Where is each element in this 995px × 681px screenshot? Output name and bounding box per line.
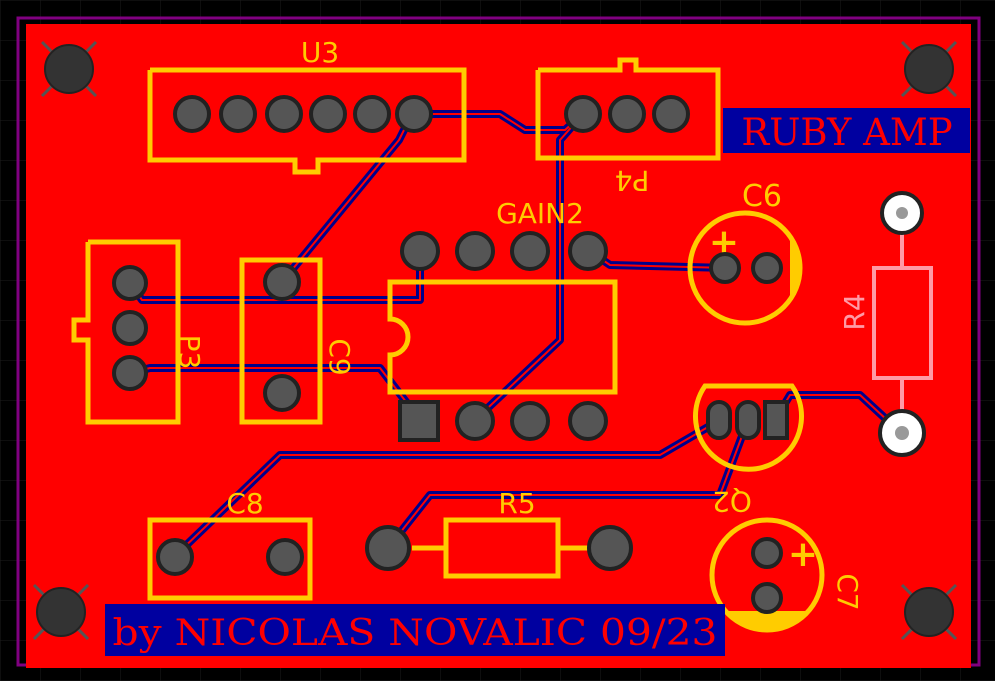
pad	[265, 95, 303, 133]
c7-label: C7	[831, 573, 864, 610]
pad	[112, 310, 148, 346]
pad	[564, 95, 602, 133]
pad	[173, 95, 211, 133]
pad	[365, 525, 411, 571]
board-title: RUBY AMP	[741, 111, 952, 154]
mounting-hole	[40, 40, 98, 98]
pad	[309, 95, 347, 133]
gain2-label: GAIN2	[496, 197, 584, 230]
c7-footprint[interactable]: + C7	[709, 517, 864, 633]
pad	[751, 252, 783, 284]
pad	[156, 538, 194, 576]
r4-label: R4	[838, 293, 871, 330]
pad	[263, 374, 301, 412]
c6-footprint[interactable]: C6 +	[687, 179, 803, 326]
pad	[263, 263, 301, 301]
mounting-hole	[900, 583, 958, 641]
mounting-hole	[32, 583, 90, 641]
pad	[455, 231, 495, 271]
c9-label: C9	[323, 338, 356, 375]
pad	[112, 355, 148, 391]
pad	[751, 537, 783, 569]
pad-square	[398, 400, 440, 442]
credit-text: by NICOLAS NOVALIC 09/23	[113, 613, 718, 654]
u3-label: U3	[301, 36, 339, 69]
pad	[652, 95, 690, 133]
q2-label: Q2	[712, 485, 752, 518]
r5-label: R5	[498, 487, 535, 520]
q2-footprint[interactable]: Q2	[693, 383, 804, 518]
mounting-hole	[900, 40, 958, 98]
pad	[568, 401, 608, 441]
pad	[455, 401, 495, 441]
c6-label: C6	[742, 179, 782, 214]
r4-footprint[interactable]: R4	[838, 191, 933, 457]
pad	[400, 231, 440, 271]
p3-footprint[interactable]: P3	[71, 239, 206, 425]
pad	[510, 231, 550, 271]
pad	[112, 265, 148, 301]
pad-drill	[895, 426, 909, 440]
pad	[587, 525, 633, 571]
c8-footprint[interactable]: C8	[147, 487, 313, 601]
pad	[219, 95, 257, 133]
pad	[751, 582, 783, 614]
pad	[266, 538, 304, 576]
u3-footprint[interactable]: U3	[147, 36, 467, 175]
pad	[735, 400, 761, 440]
pad	[706, 400, 732, 440]
pad	[709, 252, 741, 284]
pad	[763, 400, 789, 440]
pad	[395, 95, 433, 133]
pad	[568, 231, 608, 271]
p3-label: P3	[173, 335, 206, 370]
p4-label: P4	[615, 164, 650, 197]
pad	[608, 95, 646, 133]
c9-footprint[interactable]: C9	[239, 257, 356, 425]
p4-footprint[interactable]: P4	[535, 57, 721, 197]
c8-label: C8	[226, 487, 263, 520]
board-title-label: RUBY AMP	[723, 108, 970, 154]
pad	[510, 401, 550, 441]
credit-label: by NICOLAS NOVALIC 09/23	[105, 604, 725, 656]
gain2-footprint[interactable]: GAIN2	[387, 197, 618, 442]
pad-drill	[896, 207, 908, 219]
pad	[353, 95, 391, 133]
c7-polarity: +	[788, 534, 818, 575]
r5-footprint[interactable]: R5	[365, 487, 633, 579]
